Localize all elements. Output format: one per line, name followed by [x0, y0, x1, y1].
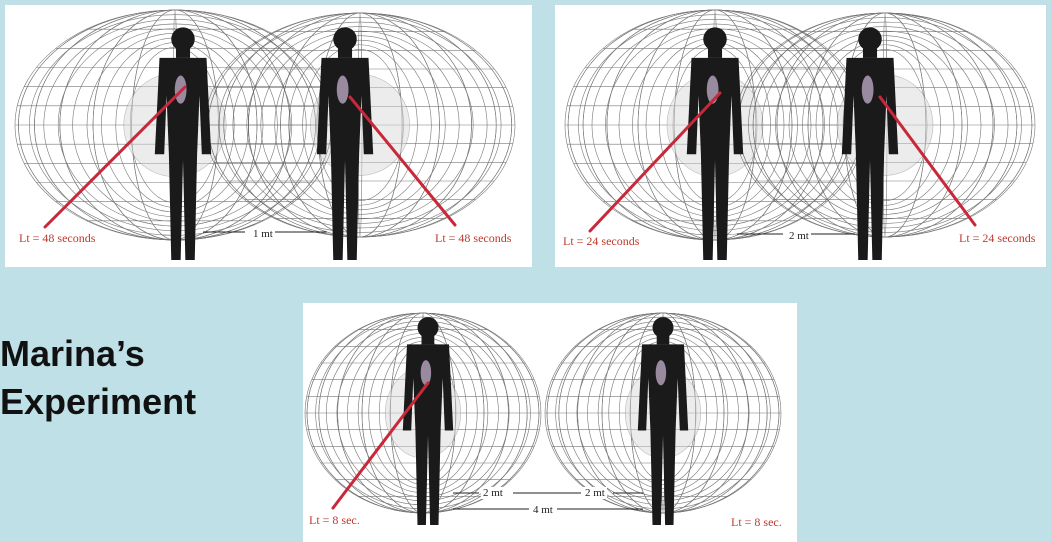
- right-time-label: Lt = 24 seconds: [959, 231, 1035, 246]
- distance-label: 1 mt: [251, 228, 275, 240]
- right-time-label: Lt = 48 seconds: [435, 231, 511, 246]
- human-figure: [403, 317, 453, 525]
- torus-illustration: [555, 5, 1046, 267]
- panel-1m: Lt = 48 seconds Lt = 48 seconds 1 mt: [5, 5, 532, 267]
- distance-label-total: 4 mt: [531, 504, 555, 516]
- panel-4m: Lt = 8 sec. Lt = 8 sec. 2 mt 2 mt 4 mt: [303, 303, 797, 542]
- distance-label-a: 2 mt: [481, 487, 505, 499]
- distance-label-b: 2 mt: [583, 487, 607, 499]
- human-figure: [687, 27, 743, 260]
- human-figure: [638, 317, 688, 525]
- distance-label: 2 mt: [787, 230, 811, 242]
- panel-2m: Lt = 24 seconds Lt = 24 seconds 2 mt: [555, 5, 1046, 267]
- title-line-1: Marina’s: [0, 330, 290, 378]
- human-figure: [317, 27, 373, 260]
- left-time-label: Lt = 24 seconds: [563, 234, 639, 249]
- left-time-label: Lt = 48 seconds: [19, 231, 95, 246]
- slide-title: Marina’s Experiment: [0, 330, 290, 426]
- right-time-label: Lt = 8 sec.: [731, 515, 782, 530]
- title-line-2: Experiment: [0, 378, 290, 426]
- left-time-label: Lt = 8 sec.: [309, 513, 360, 528]
- human-figure: [155, 27, 211, 260]
